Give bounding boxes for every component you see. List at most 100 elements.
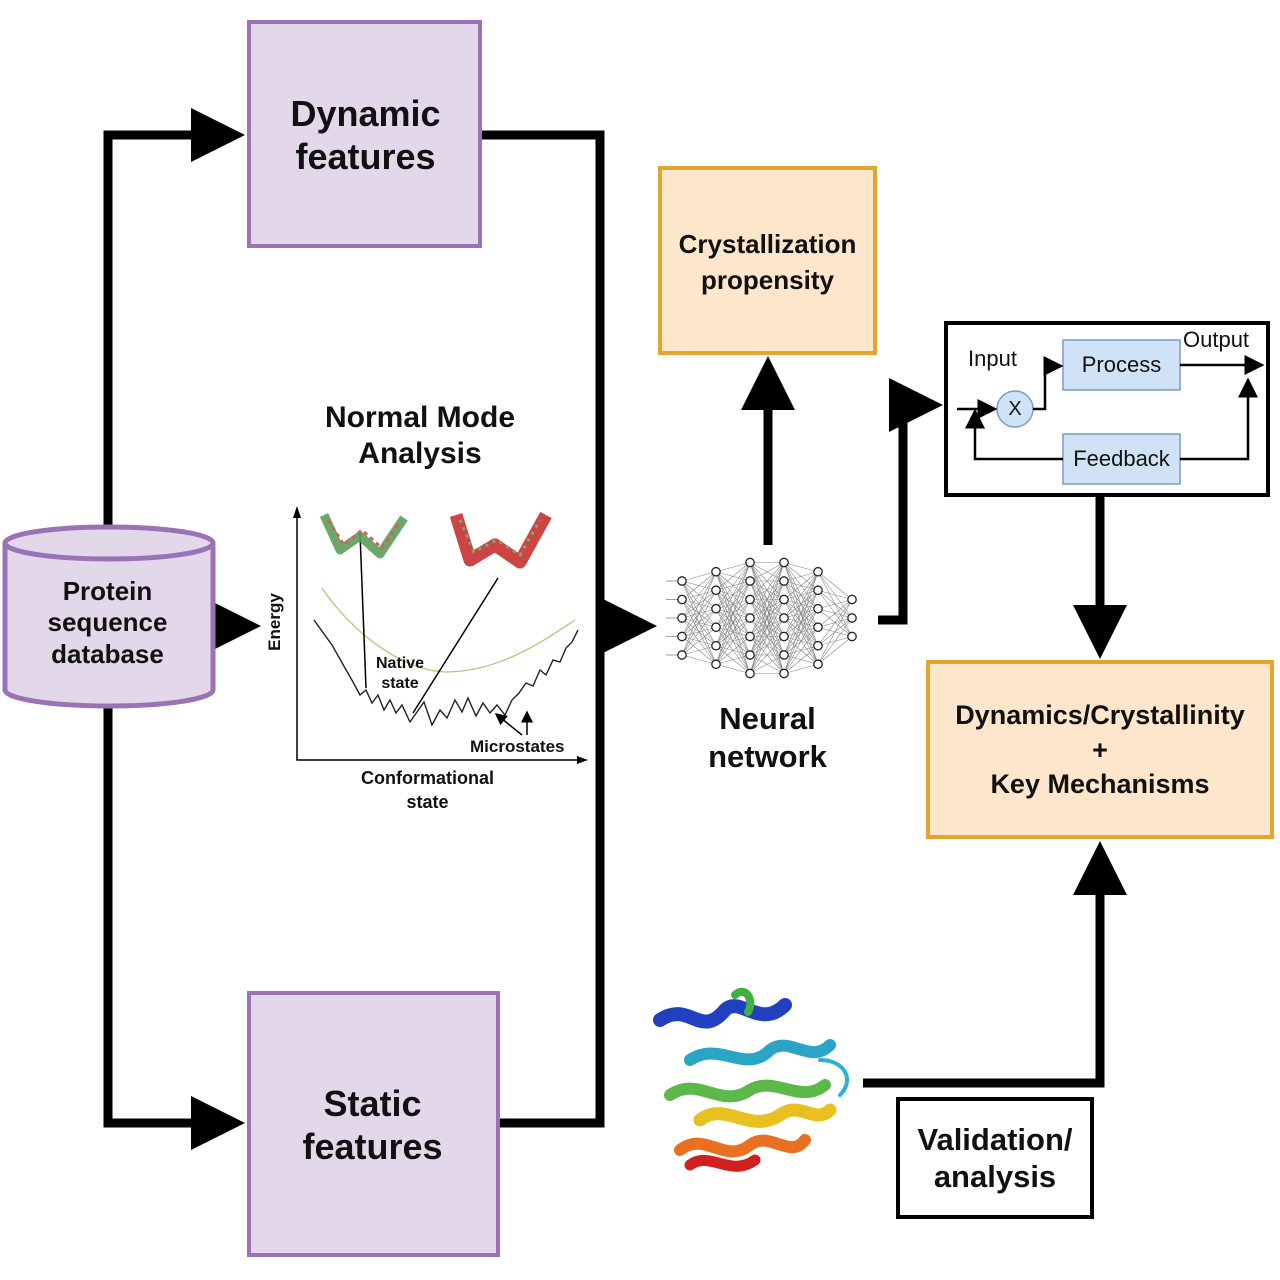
nn-connection [715, 562, 751, 609]
nn-node [779, 594, 789, 605]
conformational-state-label: Conformational state [361, 768, 494, 813]
nn-connection [715, 654, 751, 665]
nn-node [813, 585, 823, 596]
nma-title: Normal Mode Analysis [324, 401, 516, 470]
nn-connection [817, 599, 853, 628]
neural-network-label: Neural network [708, 701, 827, 774]
microstates-label: Microstates [470, 737, 565, 756]
result-box [926, 660, 1274, 839]
result-line-1: Dynamics/Crystallinity [955, 700, 1245, 730]
neural-network-graphic [666, 557, 857, 679]
multiplier-label: X [1008, 398, 1022, 420]
nn-connection [715, 562, 751, 665]
output-label: Output [1183, 327, 1250, 352]
nn-node [677, 631, 687, 642]
nn-node [813, 566, 823, 577]
nn-node [711, 622, 721, 633]
mult-to-process-arrow [1033, 356, 1064, 411]
nn-node [677, 576, 687, 586]
nn-connection [681, 571, 717, 656]
nn-node [813, 659, 823, 670]
nn-node [779, 668, 789, 679]
feedback-return-arrow [965, 408, 1063, 461]
nn-connection [681, 571, 717, 582]
arrow-db-to-dynamic [103, 108, 245, 525]
database-label: Protein sequence database [47, 576, 168, 669]
nn-connection [783, 571, 819, 582]
nn-node [813, 603, 823, 614]
native-state-pointer [359, 532, 367, 689]
nn-connection [715, 562, 751, 646]
nn-connection [817, 636, 853, 665]
result-line-2: + [1092, 735, 1108, 765]
protein-structure-green [319, 513, 408, 559]
nn-connection [749, 562, 785, 582]
database-cylinder [2, 524, 216, 709]
feedback-loop-diagram [944, 321, 1270, 497]
nn-node [711, 585, 721, 596]
nn-connection [783, 571, 819, 637]
nn-connection [715, 663, 751, 674]
nn-connection [715, 562, 751, 628]
arrow-db-to-static [103, 700, 245, 1150]
nn-connection [749, 617, 785, 674]
nn-connection [715, 599, 751, 665]
nn-node [677, 594, 687, 605]
nn-connection [783, 571, 819, 656]
dynamic-features-box [247, 20, 482, 248]
nn-connection [681, 654, 717, 665]
nn-node [779, 613, 789, 623]
nn-connection [715, 580, 751, 665]
nn-node [745, 557, 755, 568]
feedback-block [1062, 433, 1181, 485]
static-features-label: Static features [302, 1082, 443, 1167]
nn-connection [783, 645, 819, 674]
nn-connection [715, 617, 751, 665]
nn-connection [681, 571, 717, 619]
nn-node [711, 566, 721, 577]
line-dynamic-to-bus [481, 130, 605, 1128]
protein-structure-red [449, 511, 552, 569]
nn-node [779, 576, 789, 586]
nn-connection [783, 627, 819, 674]
nn-connection [715, 636, 751, 665]
nn-connection [749, 562, 785, 656]
nn-node [813, 640, 823, 651]
nn-node [847, 613, 857, 623]
nn-node [813, 622, 823, 633]
nn-node [847, 594, 857, 605]
nn-node [745, 631, 755, 642]
nn-connection [749, 562, 785, 674]
result-line-3: Key Mechanisms [990, 769, 1210, 799]
nn-node [779, 650, 789, 660]
nn-node [711, 603, 721, 614]
feedback-label: Feedback [1073, 445, 1170, 471]
plot-axes [296, 512, 584, 761]
nn-node [779, 557, 789, 568]
nn-node [677, 650, 687, 660]
arrow-validation-to-result [863, 841, 1127, 1088]
nn-connection [749, 636, 785, 674]
native-state-label: Native state [375, 655, 425, 692]
nn-connection [783, 663, 819, 674]
nn-node [745, 576, 755, 586]
crystallization-box [658, 166, 877, 355]
nn-connection [681, 645, 717, 656]
nn-connection [681, 590, 717, 656]
nn-node [847, 631, 857, 642]
nn-connection [749, 654, 785, 674]
nn-node [779, 631, 789, 642]
nn-connection [681, 627, 717, 656]
nn-connection [783, 571, 819, 674]
energy-axis-label: Energy [265, 593, 284, 651]
nn-connection [817, 589, 853, 600]
process-label: Process [1081, 351, 1162, 377]
nn-connection [783, 590, 819, 674]
nn-connection [749, 562, 785, 637]
nn-node [677, 613, 687, 623]
nn-node [745, 668, 755, 679]
static-features-box [247, 991, 500, 1257]
nn-connection [817, 599, 853, 665]
nn-connection [783, 571, 819, 619]
nn-connection [817, 599, 853, 646]
